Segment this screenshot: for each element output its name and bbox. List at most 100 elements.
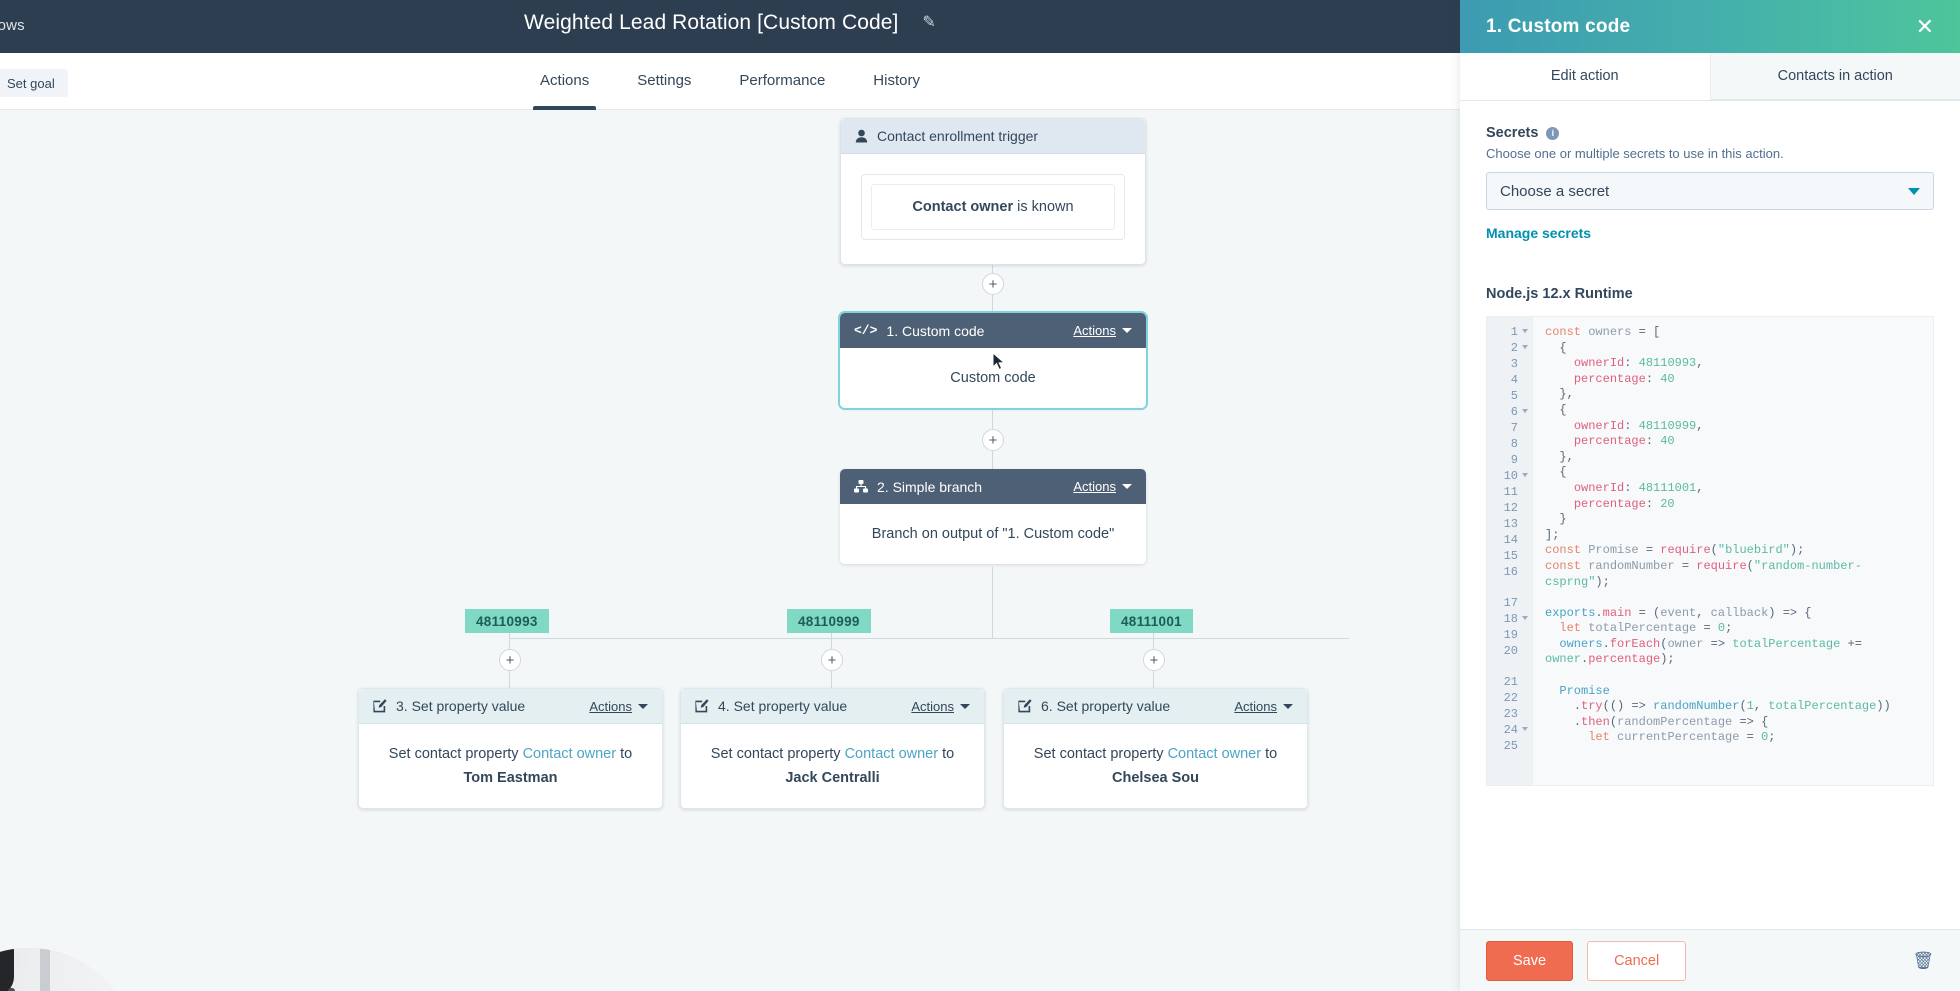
contact-icon (855, 129, 868, 143)
line-number: 4 (1510, 373, 1518, 387)
code-line: }, (1559, 449, 1574, 464)
line-number: 23 (1503, 707, 1518, 721)
line-number: 9 (1510, 453, 1518, 467)
node-actions-menu[interactable]: Actions (1234, 699, 1293, 714)
node-actions-label: Actions (911, 698, 954, 714)
breadcrumb[interactable]: kflows (0, 17, 25, 34)
manage-secrets-link[interactable]: Manage secrets (1486, 225, 1592, 241)
branch-chip[interactable]: 48110993 (465, 609, 549, 633)
set-goal-button[interactable]: Set goal (0, 69, 68, 97)
secret-select[interactable]: Choose a secret (1486, 172, 1934, 210)
line-number: 8 (1510, 437, 1518, 451)
line-number: 21 (1503, 675, 1518, 689)
connector-line (992, 567, 993, 638)
prop-value: Chelsea Sou (1111, 770, 1200, 786)
node-actions-menu[interactable]: Actions (911, 699, 970, 714)
secrets-label: Secrets (1486, 125, 1539, 141)
edit-property-icon (1018, 699, 1032, 713)
branch-chip[interactable]: 48111001 (1110, 609, 1193, 633)
prop-suffix: to (1261, 746, 1278, 762)
node-set-property-6[interactable]: 6. Set property value Actions Set contac… (1003, 688, 1308, 809)
node-actions-label: Actions (1234, 698, 1277, 714)
pencil-icon[interactable]: ✎ (922, 14, 936, 31)
branch-chip[interactable]: 48110999 (787, 609, 871, 633)
fold-arrow-icon[interactable] (1522, 616, 1528, 620)
tab-actions[interactable]: Actions (516, 53, 613, 110)
tab-settings[interactable]: Settings (637, 72, 692, 89)
workflow-tabs: Actions Settings Performance History (0, 53, 1460, 110)
node-title-label: 2. Simple branch (877, 478, 983, 495)
node-header: 6. Set property value Actions (1004, 689, 1307, 724)
node-actions-menu[interactable]: Actions (1073, 323, 1132, 338)
prop-property-link[interactable]: Contact owner (522, 746, 617, 762)
fold-arrow-icon[interactable] (1522, 329, 1528, 333)
node-actions-menu[interactable]: Actions (589, 699, 648, 714)
tab-edit-action[interactable]: Edit action (1460, 53, 1710, 100)
tab-history[interactable]: History (873, 72, 920, 89)
code-line (1545, 590, 1923, 606)
node-header-title: Contact enrollment trigger (855, 128, 1131, 144)
node-actions-menu[interactable]: Actions (1073, 479, 1132, 494)
fold-arrow-icon[interactable] (1522, 727, 1528, 731)
code-line: { (1559, 340, 1567, 355)
prop-prefix: Set contact property (388, 746, 523, 762)
node-header-title: 2. Simple branch (854, 479, 1073, 495)
prop-suffix: to (938, 746, 955, 762)
edit-property-icon (373, 699, 387, 713)
node-set-property-3[interactable]: 3. Set property value Actions Set contac… (358, 688, 663, 809)
add-step-button[interactable]: + (821, 649, 843, 671)
contact-enrollment-trigger-node[interactable]: Contact enrollment trigger Contact owner… (840, 118, 1146, 265)
workflow-canvas[interactable]: + + 48110993 48110999 48111001 + + + (0, 110, 1460, 991)
line-number: 10 (1487, 469, 1529, 485)
code-line: ]; (1545, 527, 1560, 542)
info-icon[interactable]: i (1546, 126, 1560, 140)
add-step-button[interactable]: + (1143, 649, 1165, 671)
page-title-text: Weighted Lead Rotation [Custom Code] (524, 11, 899, 34)
fold-arrow-icon[interactable] (1522, 409, 1528, 413)
prop-suffix: to (616, 746, 633, 762)
line-number: 19 (1503, 628, 1518, 642)
fold-arrow-icon[interactable] (1522, 345, 1528, 349)
branch-bus-line (509, 638, 1349, 639)
add-step-button[interactable]: + (499, 649, 521, 671)
edit-action-panel: 1. Custom code ✕ Edit action Contacts in… (1460, 0, 1960, 991)
node-custom-code[interactable]: </> 1. Custom code Actions Custom code (840, 313, 1146, 408)
chevron-down-icon (1122, 328, 1132, 333)
code-line: exports.main = (event, callback) => { (1545, 605, 1812, 620)
set-goal-label: Set goal (7, 75, 55, 91)
node-simple-branch[interactable]: 2. Simple branch Actions Branch on outpu… (840, 469, 1146, 564)
runtime-label: Node.js 12.x Runtime (1486, 286, 1633, 302)
code-content[interactable]: const owners = [ { ownerId: 48110993, pe… (1533, 317, 1933, 785)
code-line: ownerId: 48111001, (1573, 480, 1704, 495)
code-line: const Promise = require("bluebird"); (1545, 543, 1805, 558)
add-step-button[interactable]: + (982, 429, 1004, 451)
prop-property-link[interactable]: Contact owner (844, 746, 939, 762)
save-button[interactable]: Save (1486, 940, 1574, 981)
add-step-button[interactable]: + (982, 273, 1004, 295)
code-line: let currentPercentage = 0; (1588, 730, 1776, 745)
tab-performance[interactable]: Performance (739, 72, 826, 89)
code-line: owners.forEach(owner => totalPercentage … (1545, 636, 1862, 667)
node-set-property-4[interactable]: 4. Set property value Actions Set contac… (680, 688, 985, 809)
fold-arrow-icon[interactable] (1522, 473, 1528, 477)
trash-icon[interactable]: 🗑 (1912, 950, 1934, 970)
tab-contacts-in-action[interactable]: Contacts in action (1709, 53, 1960, 100)
chevron-down-icon (960, 703, 970, 709)
node-body: Set contact property Contact owner to To… (359, 724, 662, 808)
prop-prefix: Set contact property (710, 746, 845, 762)
close-icon[interactable]: ✕ (1915, 13, 1934, 39)
sub-nav: Set goal Actions Settings Performance Hi… (0, 53, 1460, 110)
code-line: }, (1559, 387, 1574, 402)
node-header: 3. Set property value Actions (359, 689, 662, 724)
prop-property-link[interactable]: Contact owner (1167, 746, 1262, 762)
code-line: ownerId: 48110999, (1573, 418, 1704, 433)
cancel-button[interactable]: Cancel (1587, 940, 1687, 981)
line-number: 20 (1503, 644, 1518, 658)
code-line: .then(randomPercentage => { (1573, 714, 1769, 729)
secrets-helper-text: Choose one or multiple secrets to use in… (1486, 146, 1784, 161)
node-header-title: </> 1. Custom code (854, 323, 1073, 339)
line-number: 14 (1503, 533, 1518, 547)
trigger-condition: is known (1013, 199, 1074, 215)
